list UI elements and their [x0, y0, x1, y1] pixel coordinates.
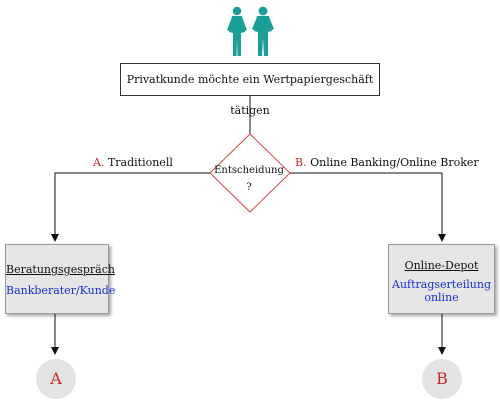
decision-line1: Entscheidung — [214, 165, 284, 176]
branch-b-label: B. Online Banking/Online Broker — [295, 156, 479, 169]
online-depot-subtitle: Auftragserteilung online — [389, 278, 494, 304]
start-box-text: Privatkunde möchte ein Wertpapiergeschäf… — [126, 73, 374, 117]
online-depot-box: Online-Depot Auftragserteilung online — [388, 244, 495, 314]
online-depot-subtitle-line1: Auftragserteilung — [392, 278, 491, 291]
consultation-box: Beratungsgespräch Bankberater/Kunde — [5, 244, 116, 314]
branch-a-text: Traditionell — [107, 156, 173, 169]
end-node-a: A — [36, 359, 76, 399]
branch-a-letter: A. — [93, 156, 105, 169]
decision-label: Entscheidung ? — [209, 162, 289, 196]
consultation-subtitle: Bankberater/Kunde — [6, 284, 116, 297]
end-node-b: B — [422, 359, 462, 399]
consultation-title: Beratungsgespräch — [6, 263, 115, 276]
online-depot-title: Online-Depot — [404, 259, 479, 272]
decision-line2: ? — [246, 182, 252, 193]
online-depot-subtitle-line2: online — [424, 291, 459, 304]
decision-diamond — [209, 133, 291, 213]
start-box: Privatkunde möchte ein Wertpapiergeschäf… — [120, 63, 380, 117]
branch-b-letter: B. — [295, 156, 307, 169]
branch-a-label: A. Traditionell — [93, 156, 173, 169]
branch-b-text: Online Banking/Online Broker — [310, 156, 479, 169]
people-icon — [227, 6, 274, 56]
connector-branch-b — [290, 172, 446, 242]
connector-branch-a — [51, 172, 210, 242]
